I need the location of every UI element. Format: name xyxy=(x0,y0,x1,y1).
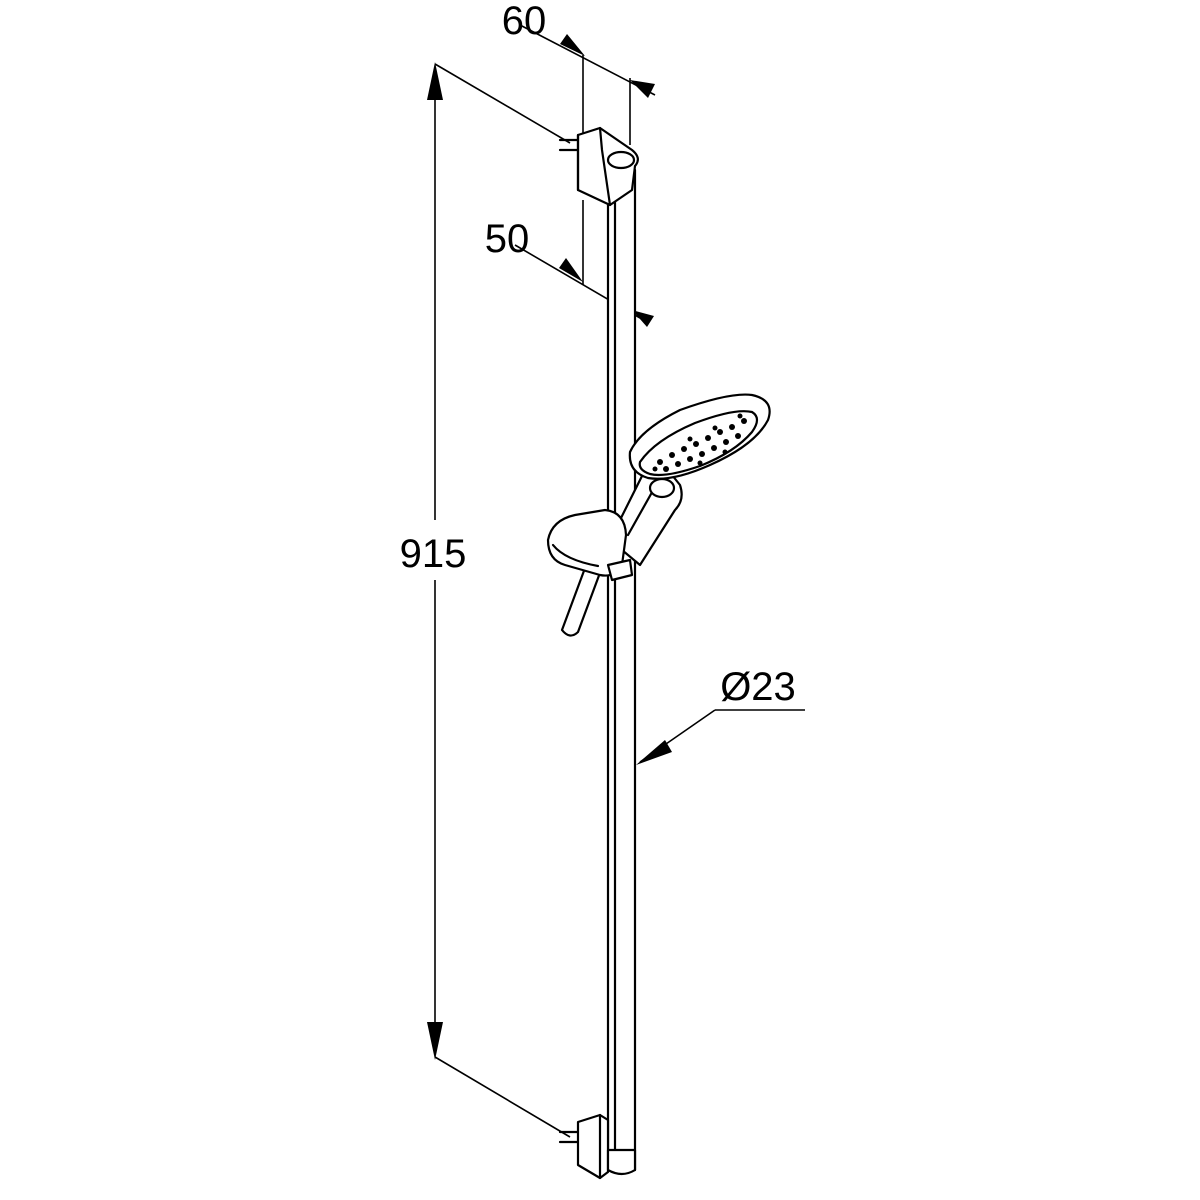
nozzle xyxy=(717,429,723,435)
nozzle xyxy=(669,452,675,458)
nozzle xyxy=(687,436,693,442)
hand-shower-assembly xyxy=(546,393,771,637)
nozzle xyxy=(697,460,703,466)
extension-line-bottom xyxy=(434,1056,571,1138)
nozzle xyxy=(712,425,718,431)
dimension-60: 60 xyxy=(502,0,656,145)
slider-clamp-edge xyxy=(551,543,600,568)
dimension-915: 915 xyxy=(385,62,571,1138)
nozzle xyxy=(663,466,669,472)
nozzle xyxy=(737,413,743,419)
nozzle xyxy=(723,439,729,445)
dimension-label-915: 915 xyxy=(400,532,467,576)
nozzle xyxy=(711,445,717,451)
nozzle xyxy=(735,433,741,439)
nozzle xyxy=(705,435,711,441)
top-wall-bracket xyxy=(558,126,639,207)
arrowhead-50-right xyxy=(632,310,654,327)
arrowhead-60-left xyxy=(560,34,585,56)
arrowhead-50-left xyxy=(559,258,583,282)
bracket-edge-top xyxy=(598,126,612,207)
dimension-line-60 xyxy=(519,24,656,96)
nozzle xyxy=(693,441,699,447)
nozzle xyxy=(657,459,663,465)
slider-knob xyxy=(606,558,634,582)
nozzle xyxy=(741,418,747,424)
extension-line-top xyxy=(434,63,571,144)
nozzle xyxy=(652,466,658,472)
slider-clamp xyxy=(546,508,628,577)
nozzle xyxy=(729,424,735,430)
dimension-label-60: 60 xyxy=(502,0,547,43)
rail-end-cap-top xyxy=(606,150,636,170)
nozzle xyxy=(681,446,687,452)
bottom-wall-bracket xyxy=(558,1113,637,1180)
label-mask xyxy=(385,520,480,580)
dimension-label-50: 50 xyxy=(485,217,530,261)
nozzle xyxy=(675,461,681,467)
bracket-body-bottom xyxy=(576,1113,610,1180)
arrowhead-60-right xyxy=(630,80,655,98)
nozzle xyxy=(699,451,705,457)
shower-rail xyxy=(606,168,637,1172)
rail-end-cap-bottom xyxy=(606,1148,637,1176)
bracket-body-top xyxy=(576,126,639,207)
nozzle xyxy=(687,456,693,462)
rail-bar xyxy=(606,168,637,1172)
arrowhead-bottom xyxy=(427,1022,443,1060)
arrowhead-top xyxy=(427,62,443,100)
spray-nozzles xyxy=(652,413,747,472)
leader-arrowhead xyxy=(636,740,672,765)
handle-connector xyxy=(648,477,676,499)
nozzle xyxy=(722,449,728,455)
dimension-label-diameter: Ø23 xyxy=(720,665,796,709)
dimension-diameter: Ø23 xyxy=(636,665,805,765)
